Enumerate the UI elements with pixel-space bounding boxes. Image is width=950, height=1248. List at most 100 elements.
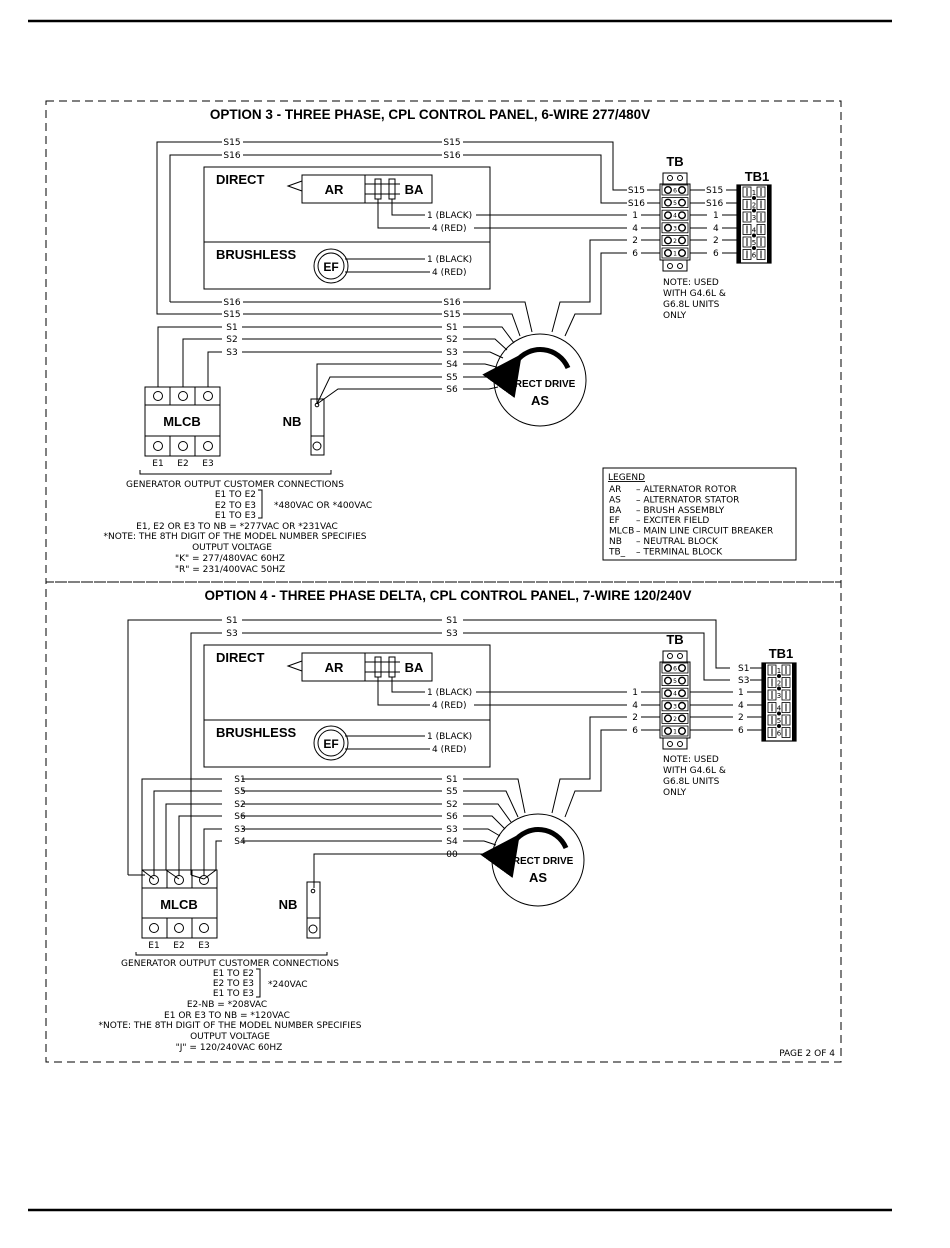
- voltage-code: "J" = 120/240VAC 60HZ: [176, 1043, 283, 1053]
- page-number: PAGE 2 OF 4: [779, 1049, 835, 1059]
- wire-label: 1 (BLACK): [427, 211, 472, 221]
- brush-assembly: [364, 652, 433, 682]
- wire-label: S3: [446, 825, 457, 835]
- legend-item: NB– NEUTRAL BLOCK: [609, 537, 719, 547]
- tb-left-label: 1: [632, 688, 638, 698]
- connections-title: GENERATOR OUTPUT CUSTOMER CONNECTIONS: [121, 959, 339, 969]
- terminal-label: E3: [198, 941, 209, 951]
- option4-stator-wires: S1 S5 S2 S6 S3 S4 S1 S5 S2 S6 S3 S4 00: [141, 716, 627, 888]
- tb-left-label: 2: [632, 713, 638, 723]
- direct-label: DIRECT: [216, 172, 264, 187]
- tb-note: NOTE: USED: [663, 278, 719, 288]
- option4-rotor-box: DIRECT BRUSHLESS AR BA 1 (BLACK) 4 (RED)…: [203, 644, 491, 768]
- tb1-terminal-row: 6: [742, 249, 766, 260]
- wire-label: S2: [234, 800, 245, 810]
- tb1-left-label: S3: [738, 676, 749, 686]
- terminal-label: E3: [202, 459, 213, 469]
- connection-voltage: *480VAC OR *400VAC: [274, 501, 372, 511]
- ef-label: EF: [323, 260, 338, 274]
- wire-label: S3: [226, 629, 237, 639]
- brushless-label: BRUSHLESS: [216, 725, 297, 740]
- svg-text:4: 4: [752, 227, 757, 235]
- wire-label: S16: [223, 151, 240, 161]
- ef-label: EF: [323, 737, 338, 751]
- tb1-terminal-row: 4: [742, 224, 766, 238]
- tb-left-label: 4: [632, 701, 638, 711]
- nb-voltage-line: E2-NB = *208VAC: [187, 1000, 267, 1010]
- tb-terminal-row: 6: [661, 184, 689, 196]
- svg-text:– NEUTRAL BLOCK: – NEUTRAL BLOCK: [636, 537, 719, 547]
- connection-line: E1 TO E3: [213, 989, 254, 999]
- option4-alternator-stator: DIRECT DRIVE AS: [480, 813, 585, 907]
- svg-text:6: 6: [752, 252, 757, 260]
- rotation-arrow-icon: [480, 827, 569, 879]
- svg-text:1: 1: [752, 189, 756, 197]
- wire-label: S6: [446, 812, 458, 822]
- wire-label: S3: [226, 348, 237, 358]
- brush-assembly: [364, 174, 433, 204]
- ar-label: AR: [325, 660, 344, 675]
- tb-left-label: 6: [632, 249, 638, 259]
- option3-frame: [45, 100, 842, 583]
- nb-label: NB: [283, 414, 302, 429]
- tb-terminal-row: 1: [661, 725, 689, 737]
- tb-note: ONLY: [663, 788, 687, 798]
- svg-text:3: 3: [673, 225, 677, 232]
- option4-section: OPTION 4 - THREE PHASE DELTA, CPL CONTRO…: [99, 588, 836, 1059]
- svg-text:5: 5: [673, 200, 677, 207]
- tb-terminal-row: 5: [661, 197, 689, 209]
- exciter-field: [313, 725, 349, 761]
- svg-text:2: 2: [673, 238, 677, 245]
- legend-title: LEGEND: [608, 473, 645, 483]
- model-note: OUTPUT VOLTAGE: [192, 543, 272, 553]
- direct-label: DIRECT: [216, 650, 264, 665]
- tb1-left-label: 6: [738, 726, 744, 736]
- ar-label: AR: [325, 182, 344, 197]
- tb1-terminal-row: 3: [767, 689, 791, 701]
- option4-top-wires: S1 S1 S3 S3: [127, 616, 730, 875]
- connection-line: E2 TO E3: [213, 979, 254, 989]
- wire-label: S1: [226, 616, 237, 626]
- wire-label: S1: [446, 323, 457, 333]
- svg-text:4: 4: [777, 705, 782, 713]
- tb-left-label: 4: [632, 224, 638, 234]
- option4-connection-notes: GENERATOR OUTPUT CUSTOMER CONNECTIONS E1…: [99, 959, 362, 1053]
- option4-main-line-circuit-breaker: MLCB E1 E2 E3: [128, 869, 218, 951]
- nb-voltage-line: E1 OR E3 TO NB = *120VAC: [164, 1011, 290, 1021]
- wire-label: S4: [446, 360, 458, 370]
- tb1-terminal-row: 1: [767, 664, 791, 678]
- wire-label: S5: [446, 787, 457, 797]
- option4-title: OPTION 4 - THREE PHASE DELTA, CPL CONTRO…: [204, 588, 691, 603]
- as-label: DIRECT DRIVE: [503, 856, 574, 867]
- tb1-left-label: S1: [738, 664, 749, 674]
- wire-label: 1 (BLACK): [427, 255, 472, 265]
- wire-label: S6: [446, 385, 458, 395]
- tb-right-label: 4: [713, 224, 719, 234]
- svg-text:EF: EF: [609, 516, 620, 526]
- tb1-terminal-row: 5: [742, 236, 766, 250]
- tb1-terminal-row: 4: [767, 702, 791, 716]
- wire-label: 4 (RED): [432, 268, 466, 278]
- option3-connection-notes: GENERATOR OUTPUT CUSTOMER CONNECTIONS E1…: [104, 480, 373, 575]
- tb-terminal-row: 4: [661, 687, 689, 699]
- ba-label: BA: [405, 182, 424, 197]
- voltage-code: "K" = 277/480VAC 60HZ: [175, 554, 285, 564]
- tb-note: G6.8L UNITS: [663, 300, 720, 310]
- tb-note: ONLY: [663, 311, 687, 321]
- svg-text:BA: BA: [609, 506, 622, 516]
- svg-text:3: 3: [752, 214, 756, 222]
- svg-text:MLCB: MLCB: [609, 527, 634, 537]
- as-label: AS: [531, 393, 549, 408]
- wire-label: S16: [443, 151, 460, 161]
- option3-rotor-box: DIRECT BRUSHLESS AR BA 1 (BLACK) 4 (RED)…: [203, 166, 491, 290]
- shaft-icon: [286, 180, 303, 192]
- svg-text:5: 5: [777, 717, 781, 725]
- wire-label: 1 (BLACK): [427, 688, 472, 698]
- tb1-left-label: 1: [738, 688, 744, 698]
- wire-label: 4 (RED): [432, 745, 466, 755]
- model-note: *NOTE: THE 8TH DIGIT OF THE MODEL NUMBER…: [99, 1021, 362, 1031]
- option4-neutral-block: NB: [279, 881, 321, 939]
